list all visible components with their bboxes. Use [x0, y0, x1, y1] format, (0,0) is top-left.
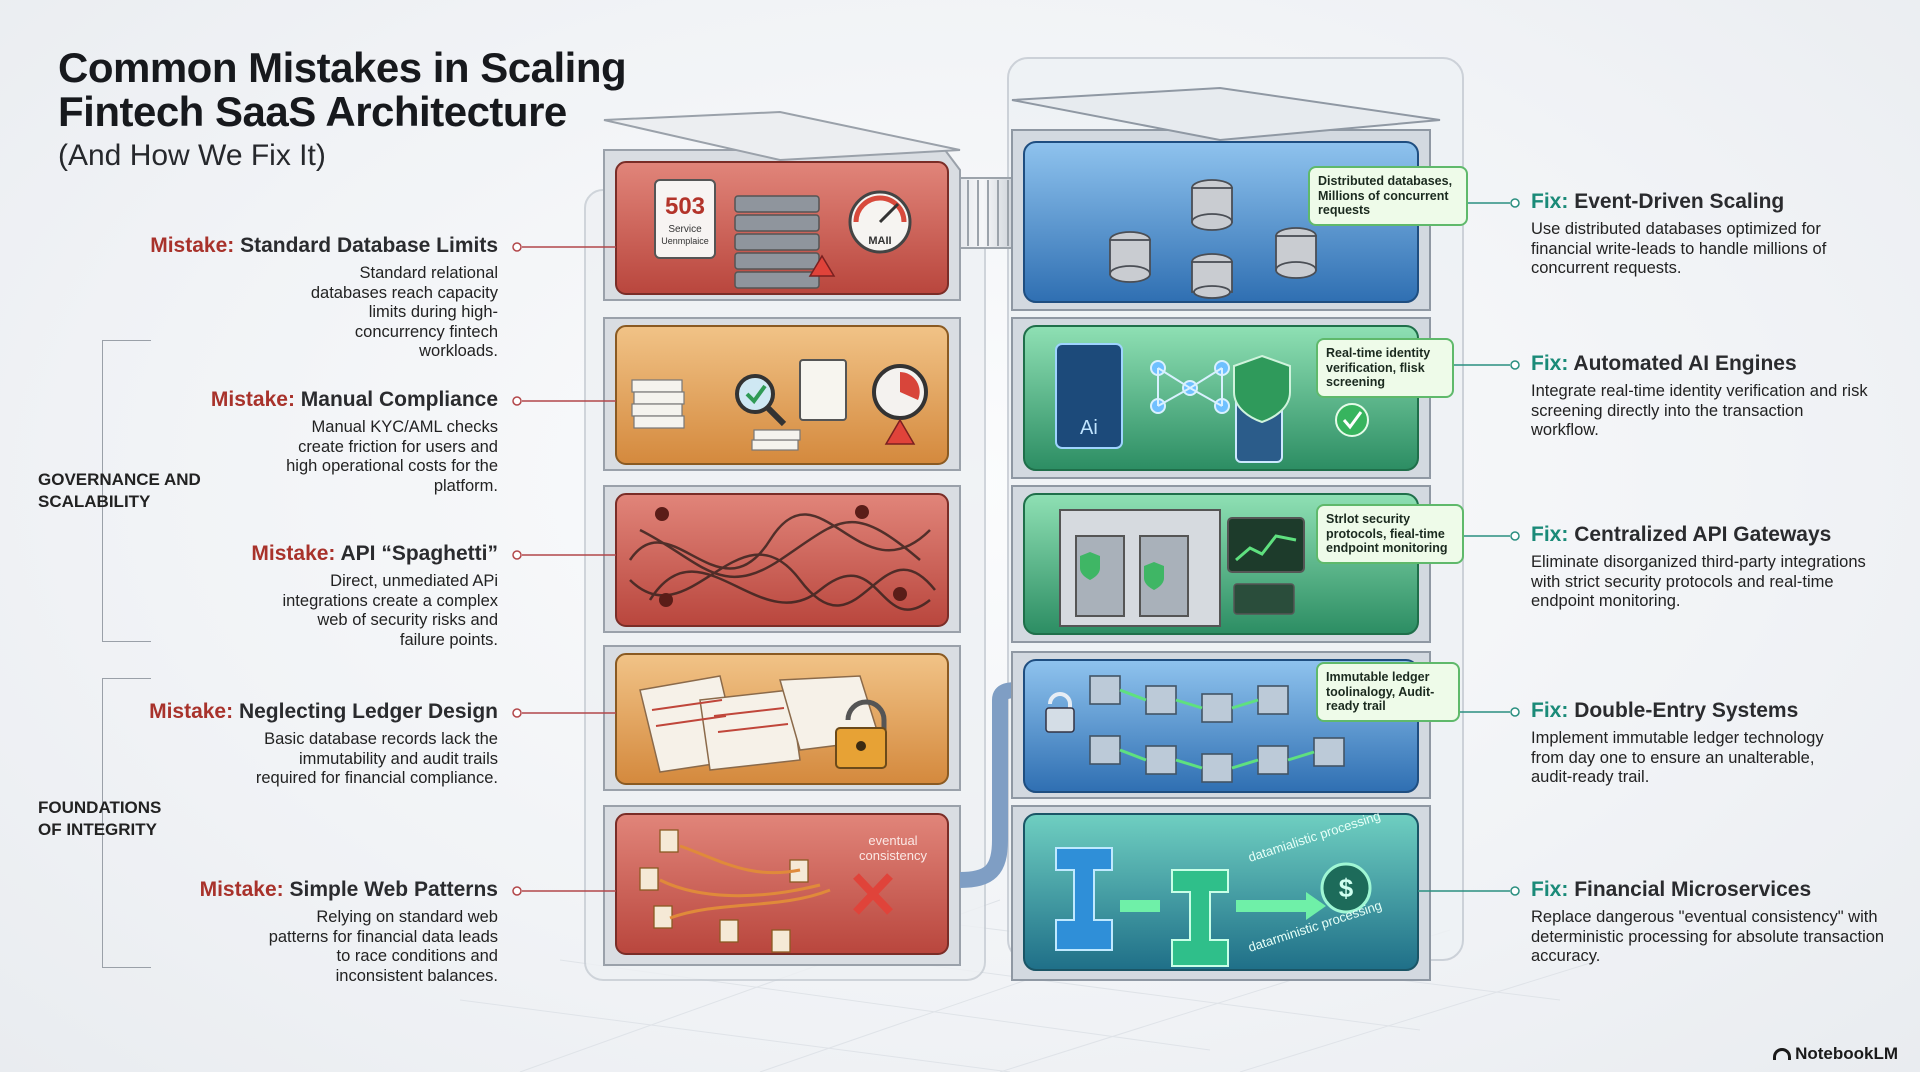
fix-1: Fix: Event-Driven Scaling Use distribute…: [1531, 190, 1901, 279]
footer-label: NotebookLM: [1795, 1044, 1898, 1063]
callout-security: Strlot security protocols, fieal-time en…: [1316, 504, 1464, 564]
error-code: 503: [665, 193, 705, 220]
mistake-title: Manual Compliance: [300, 388, 498, 411]
mistake-keyword: Mistake:: [251, 542, 336, 565]
mistake-desc: Basic database records lack the immutabi…: [255, 730, 498, 787]
svg-text:$: $: [1339, 873, 1354, 903]
fix-desc: Integrate real-time identity verificatio…: [1531, 382, 1868, 439]
error-line-2: Uenmplaice: [661, 236, 709, 246]
page-title: Common Mistakes in Scaling Fintech SaaS …: [58, 44, 627, 176]
group-foundations: FOUNDATIONS OF INTEGRITY: [38, 798, 162, 839]
fix-title: Financial Microservices: [1574, 878, 1812, 901]
fix-3: Fix: Centralized API Gateways Eliminate …: [1531, 523, 1901, 612]
notebooklm-brand: NotebookLM: [1773, 1044, 1898, 1064]
mistake-desc: Standard relational databases reach capa…: [310, 264, 498, 360]
governance-bracket: [102, 340, 151, 642]
mistake-2: Mistake: Manual Compliance Manual KYC/AM…: [98, 388, 498, 496]
fix-title: Automated AI Engines: [1573, 352, 1797, 375]
notebooklm-logo-icon: [1773, 1048, 1792, 1060]
fix-desc: Implement immutable ledger technology fr…: [1531, 729, 1824, 786]
mistake-leaders: [512, 242, 616, 896]
error-line-1: Service: [668, 224, 702, 235]
mistake-title: API “Spaghetti”: [340, 542, 498, 565]
fix-title: Centralized API Gateways: [1574, 523, 1832, 546]
mistake-desc: Direct, unmediated APi integrations crea…: [282, 572, 498, 649]
title-subtitle: (And How We Fix It): [58, 139, 326, 172]
mistake-1: Mistake: Standard Database Limits Standa…: [98, 234, 498, 362]
fix-desc: Replace dangerous "eventual consistency"…: [1531, 908, 1885, 965]
fix-desc: Eliminate disorganized third-party integ…: [1531, 553, 1866, 610]
fix-5: Fix: Financial Microservices Replace dan…: [1531, 878, 1901, 967]
mistake-title: Simple Web Patterns: [289, 878, 498, 901]
right-stack: Ai: [1011, 86, 1441, 981]
mistake-3: Mistake: API “Spaghetti” Direct, unmedia…: [98, 542, 498, 650]
left-stack: 503 Service Uenmplaice MAII: [603, 110, 961, 966]
fix-title: Event-Driven Scaling: [1574, 190, 1785, 213]
mistake-keyword: Mistake:: [149, 700, 234, 723]
fix-title: Double-Entry Systems: [1574, 699, 1799, 722]
mistake-keyword: Mistake:: [150, 234, 235, 257]
gauge-label: MAII: [868, 235, 891, 247]
group-governance: GOVERNANCE AND SCALABILITY: [38, 470, 201, 511]
fix-desc: Use distributed databases optimized for …: [1531, 220, 1827, 277]
mistake-title: Standard Database Limits: [240, 234, 498, 257]
ai-label: Ai: [1080, 417, 1098, 439]
mistake-4: Mistake: Neglecting Ledger Design Basic …: [98, 700, 498, 789]
mistake-keyword: Mistake:: [210, 388, 295, 411]
callout-distributed-db: Distributed databases, Millions of concu…: [1308, 166, 1468, 226]
foundations-bracket: [102, 678, 151, 968]
mistake-desc: Relying on standard web patterns for fin…: [268, 908, 498, 985]
fix-keyword: Fix:: [1531, 523, 1569, 546]
fix-keyword: Fix:: [1531, 699, 1569, 722]
eventual-text: eventual: [868, 833, 917, 848]
consistency-text: consistency: [859, 848, 927, 863]
callout-identity: Real-time identity verification, flisk s…: [1316, 338, 1454, 398]
callout-ledger: Immutable ledger toolinalogy, Audit-read…: [1316, 662, 1460, 722]
title-line-1: Common Mistakes in Scaling: [58, 44, 627, 91]
fix-keyword: Fix:: [1531, 878, 1569, 901]
fix-2: Fix: Automated AI Engines Integrate real…: [1531, 352, 1901, 441]
mistake-title: Neglecting Ledger Design: [238, 700, 498, 723]
fix-4: Fix: Double-Entry Systems Implement immu…: [1531, 699, 1901, 788]
mistake-5: Mistake: Simple Web Patterns Relying on …: [98, 878, 498, 986]
title-line-2: Fintech SaaS Architecture: [58, 88, 567, 135]
fix-keyword: Fix:: [1531, 352, 1569, 375]
mistake-desc: Manual KYC/AML checks create friction fo…: [286, 418, 498, 495]
mistake-keyword: Mistake:: [199, 878, 284, 901]
fix-keyword: Fix:: [1531, 190, 1569, 213]
